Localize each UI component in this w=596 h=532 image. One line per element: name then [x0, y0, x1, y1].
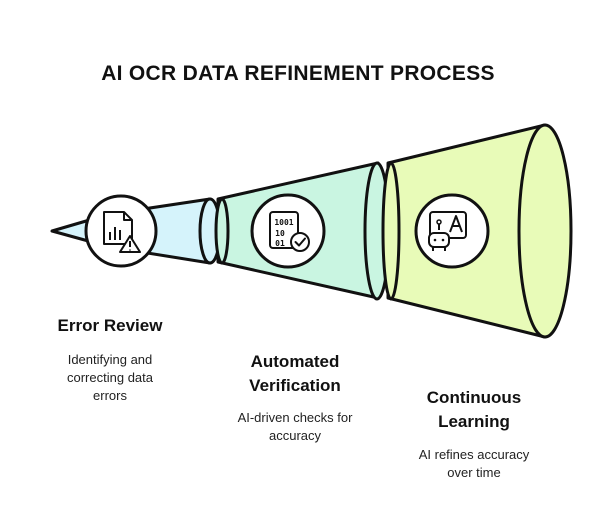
- stage-2-description-line: AI-driven checks for: [237, 410, 353, 425]
- svg-text:10: 10: [275, 229, 285, 238]
- robot-screen-letter-icon: [414, 193, 490, 269]
- diagram-title: AI OCR DATA REFINEMENT PROCESS: [101, 62, 495, 85]
- stage-3-title-line: Learning: [438, 412, 510, 431]
- stage-1-description-line: errors: [93, 388, 127, 403]
- stage-2-description: AI-driven checks for accuracy: [205, 409, 385, 445]
- stage-1-description: Identifying and correcting data errors: [30, 351, 190, 405]
- stage-1-description-line: correcting data: [67, 370, 153, 385]
- stage-2-title-line: Verification: [249, 376, 341, 395]
- stage-3-rim: [517, 123, 573, 339]
- stage-3-description: AI refines accuracy over time: [384, 446, 564, 482]
- stage-3-back-rim: [381, 161, 401, 301]
- svg-text:1001: 1001: [274, 218, 293, 227]
- stage-1-title: Error Review: [57, 316, 163, 335]
- stage-1-description-line: Identifying and: [67, 352, 153, 367]
- svg-text:01: 01: [275, 239, 285, 248]
- binary-document-check-icon: 1001 10 01: [250, 193, 326, 269]
- stage-2-back-rim: [214, 197, 230, 265]
- stage-3-title-line: Continuous: [426, 388, 522, 407]
- stage-3-description-line: AI refines accuracy: [418, 447, 530, 462]
- stage-2-title: Automated Verification: [205, 350, 385, 398]
- stage-3-description-line: over time: [447, 465, 501, 480]
- stage-2-title-line: Automated: [250, 352, 340, 371]
- stage-3-title: Continuous Learning: [384, 386, 564, 434]
- document-chart-warning-icon: [84, 194, 158, 268]
- stage-2-description-line: accuracy: [268, 428, 322, 443]
